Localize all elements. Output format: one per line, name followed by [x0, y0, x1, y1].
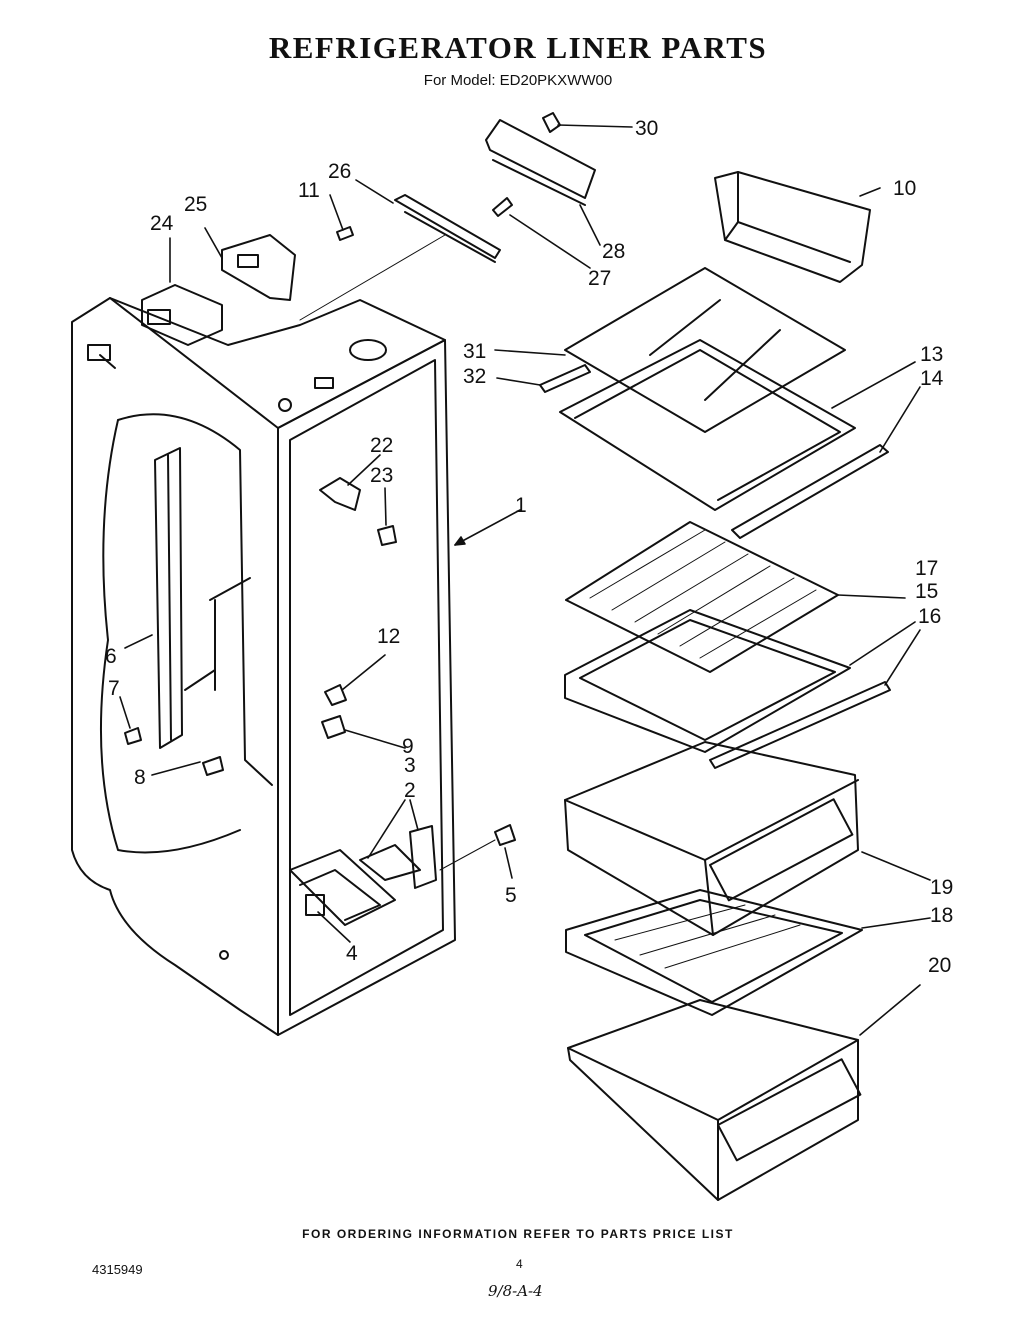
- callout-26: 26: [328, 160, 351, 183]
- callout-labels: 1 2 3 4 5 6 7 8 9 10 11 12 13 14 15 16 1…: [105, 117, 953, 977]
- callout-10: 10: [893, 177, 916, 200]
- callout-22: 22: [370, 434, 393, 457]
- callout-9: 9: [402, 735, 414, 758]
- callout-16: 16: [918, 605, 941, 628]
- callout-23: 23: [370, 464, 393, 487]
- callout-2: 2: [404, 779, 416, 802]
- callout-25: 25: [184, 193, 207, 216]
- frame-15: [564, 609, 891, 769]
- callout-13: 13: [920, 343, 943, 366]
- liner-body: [71, 297, 456, 1036]
- callout-12: 12: [377, 625, 400, 648]
- glass-shelf: [539, 267, 889, 539]
- callout-14: 14: [920, 367, 944, 390]
- exploded-parts-diagram: 1 2 3 4 5 6 7 8 9 10 11 12 13 14 15 16 1…: [71, 112, 953, 1201]
- callout-7: 7: [108, 677, 120, 700]
- callout-17: 17: [915, 557, 938, 580]
- model-subtitle: For Model: ED20PKXWW00: [423, 72, 613, 89]
- callout-28: 28: [602, 240, 625, 263]
- leader-lines: [119, 124, 931, 1036]
- ordering-note: FOR ORDERING INFORMATION REFER TO PARTS …: [302, 1227, 734, 1241]
- callout-20: 20: [928, 954, 951, 977]
- callout-15: 15: [915, 580, 938, 603]
- callout-27: 27: [588, 267, 611, 290]
- page-number: 4: [516, 1257, 523, 1271]
- callout-30: 30: [635, 117, 658, 140]
- cover-18: [565, 889, 863, 1016]
- document-number: 4315949: [92, 1262, 143, 1277]
- callout-18: 18: [930, 904, 953, 927]
- callout-24: 24: [150, 212, 174, 235]
- bin-10: [714, 171, 871, 283]
- callout-4: 4: [346, 942, 358, 965]
- callout-19: 19: [930, 876, 953, 899]
- drawing-code: 9/8-A-4: [488, 1282, 543, 1300]
- liner-clips: [124, 477, 516, 916]
- callout-6: 6: [105, 645, 117, 668]
- callout-1: 1: [515, 494, 527, 517]
- callout-8: 8: [134, 766, 146, 789]
- callout-5: 5: [505, 884, 517, 907]
- crisper-20: [567, 999, 862, 1201]
- callout-11: 11: [298, 179, 320, 202]
- page-title: REFRIGERATOR LINER PARTS: [268, 30, 768, 65]
- callout-32: 32: [463, 365, 486, 388]
- crisper-19: [564, 741, 859, 936]
- top-hardware: [141, 112, 596, 346]
- callout-31: 31: [463, 340, 486, 363]
- callout-3: 3: [404, 754, 416, 777]
